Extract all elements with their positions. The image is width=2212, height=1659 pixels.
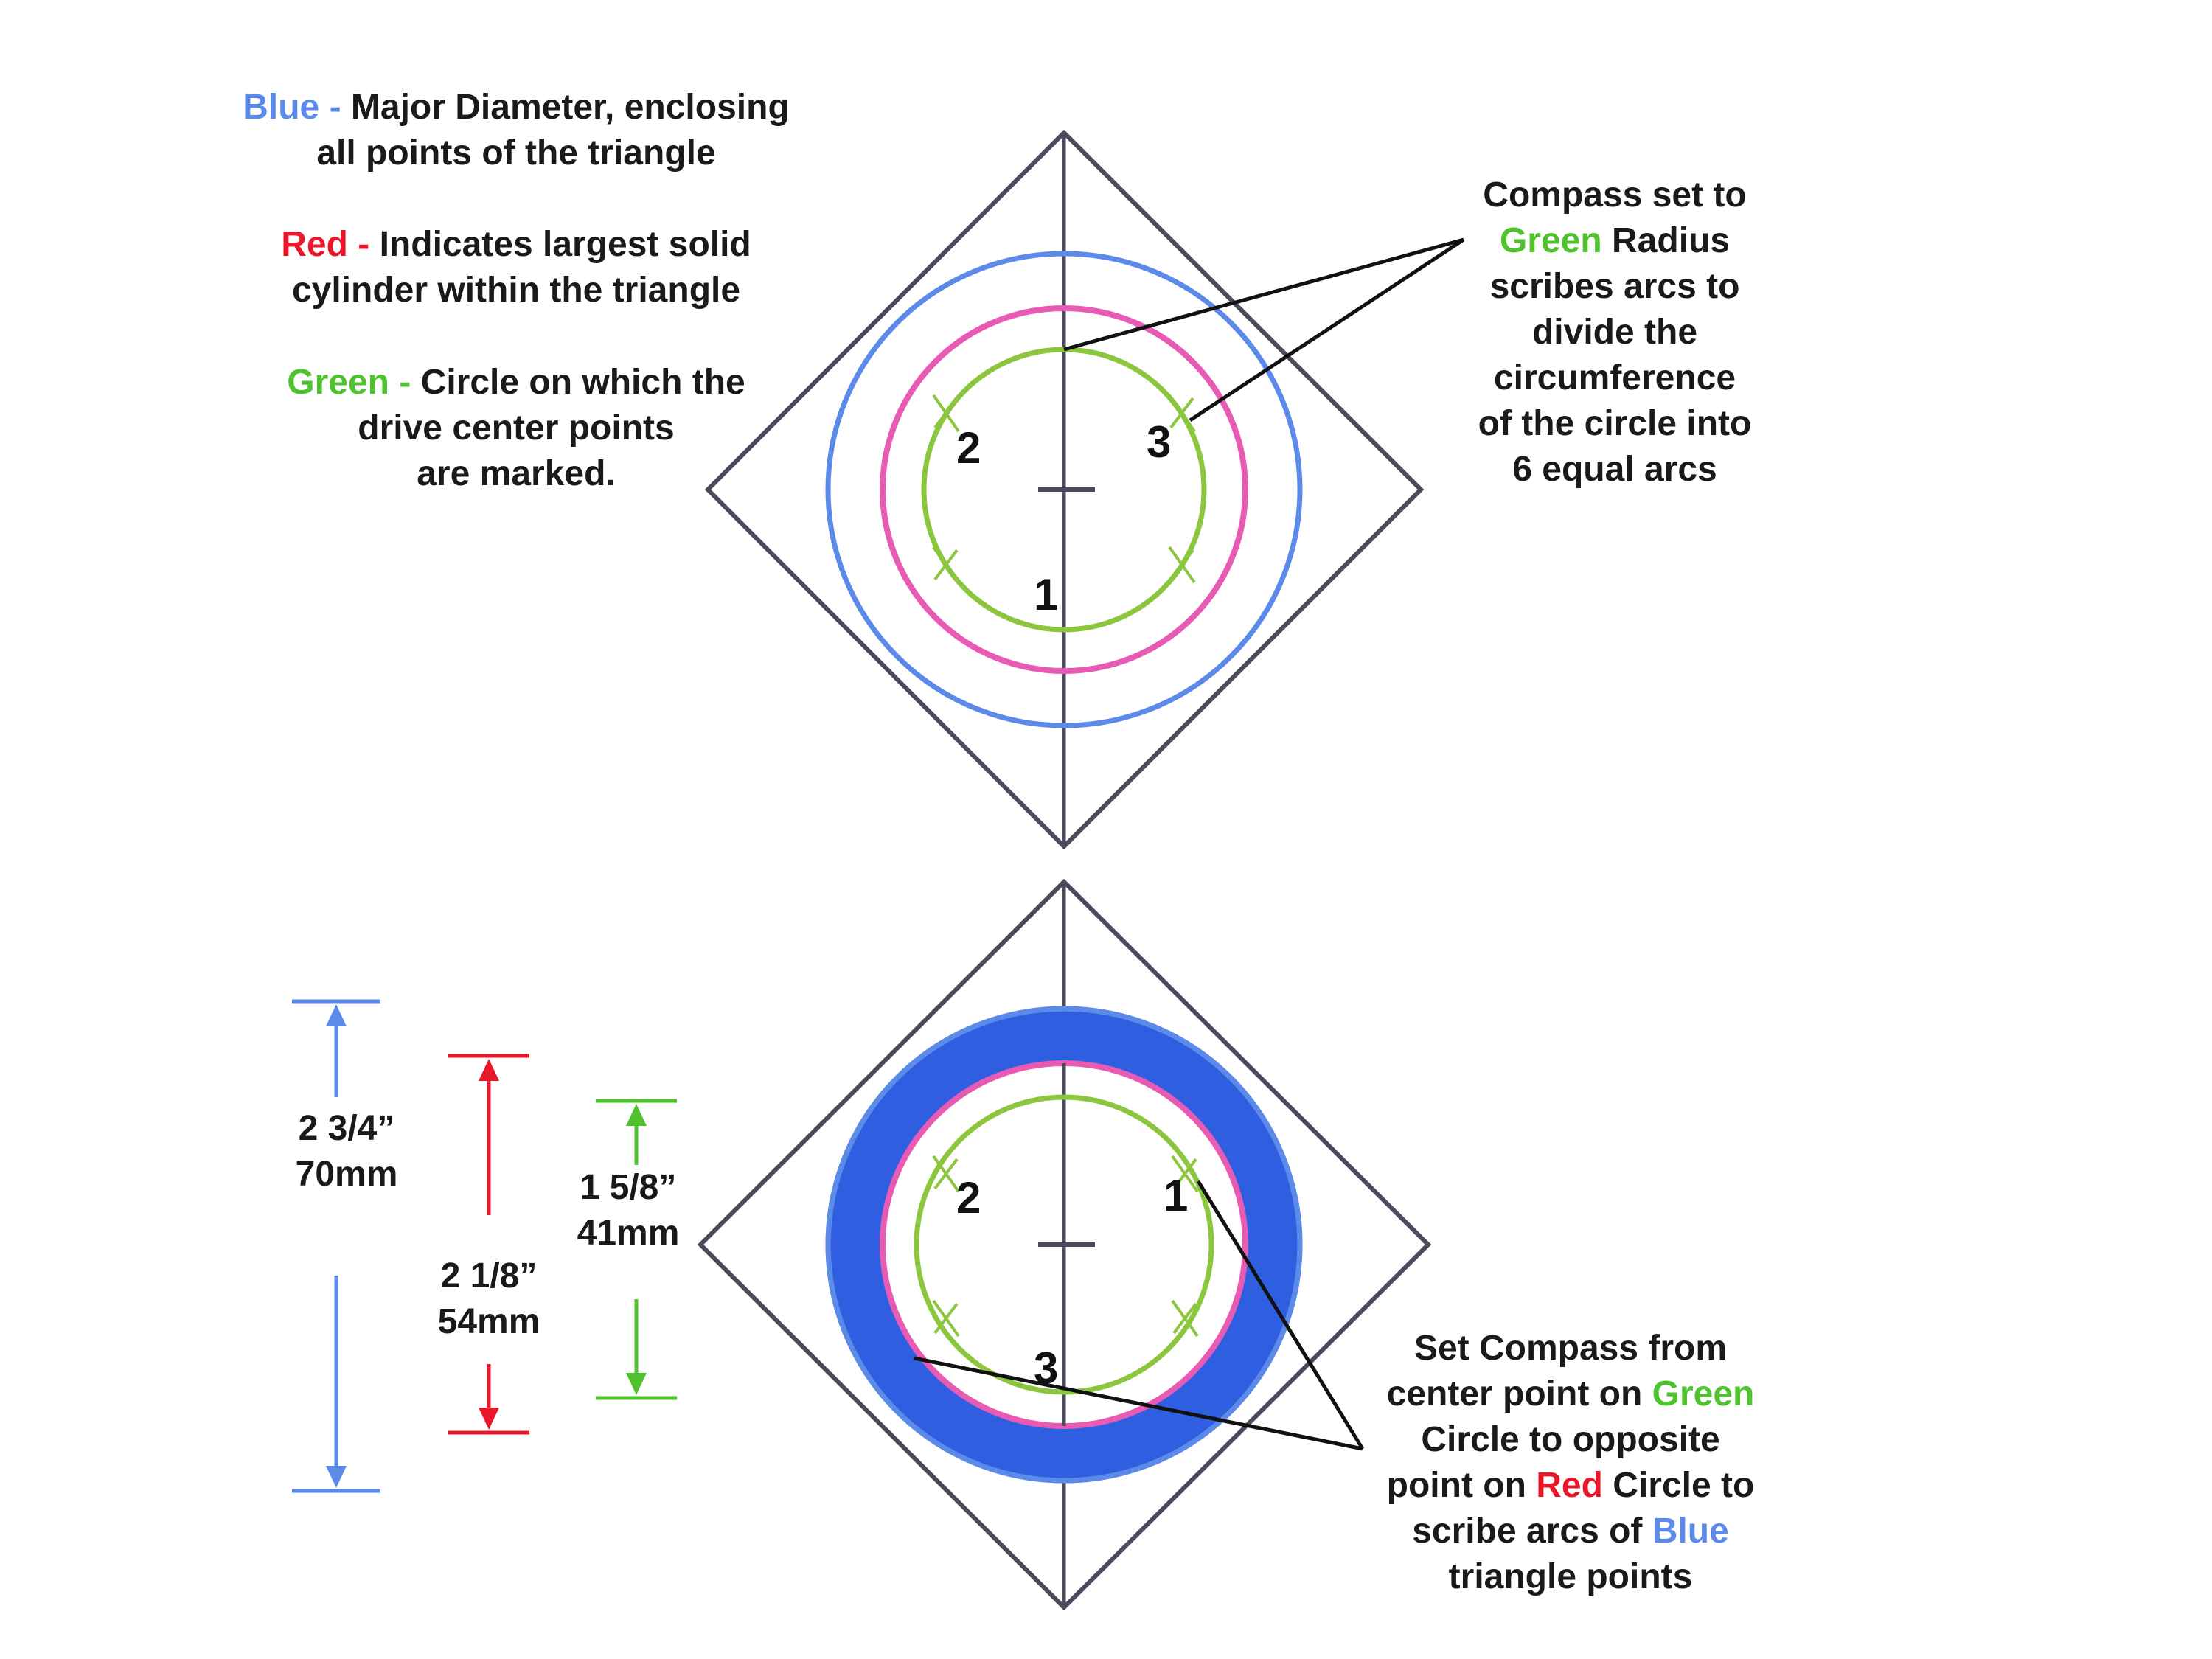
callout-bottom-red-word: Red xyxy=(1536,1466,1603,1505)
callout-top-line-6: of the circle into xyxy=(1478,404,1752,443)
callout-bottom-green-word: Green xyxy=(1652,1374,1755,1413)
legend-red-line-1: Red - Indicates largest solid xyxy=(147,222,885,268)
dim-green-up-arrowhead xyxy=(626,1104,647,1126)
legend-green-line-1: Green - Circle on which the xyxy=(147,360,885,406)
callout-bottom-line-4: point on Red Circle to xyxy=(1320,1463,1821,1509)
legend-red-dash: - xyxy=(347,225,370,264)
top-callout-leaders xyxy=(1063,237,1465,422)
dim-red-metric: 54mm xyxy=(437,1302,540,1341)
callout-top-line-2: Green Radius xyxy=(1394,218,1836,264)
callout-bottom-line-4-a: point on xyxy=(1386,1466,1537,1505)
top-red-circle xyxy=(880,305,1248,674)
callout-top-line-1: Compass set to xyxy=(1483,175,1747,215)
legend-red-text: Indicates largest solid xyxy=(369,225,751,264)
top-tick-lower-right xyxy=(1168,546,1196,584)
legend-red-word: Red xyxy=(281,225,348,264)
callout-bottom-line-5: scribe arcs of Blue xyxy=(1320,1509,1821,1554)
callout-top: Compass set to Green Radius scribes arcs… xyxy=(1394,173,1836,493)
callout-top-line-4: divide the xyxy=(1531,313,1698,352)
legend-green: Green - Circle on which the drive center… xyxy=(147,360,885,497)
callout-top-line-2-rest: Radius xyxy=(1601,221,1731,260)
bottom-compass-ticks xyxy=(932,1155,1199,1338)
top-point-label-3: 3 xyxy=(1147,417,1172,467)
bottom-tick-upper-right xyxy=(1171,1155,1199,1193)
callout-bottom: Set Compass from center point on Green C… xyxy=(1320,1326,1821,1600)
legend-green-text: Circle on which the xyxy=(411,363,745,402)
dimension-blue xyxy=(292,999,380,1493)
dimension-label-green: 1 5/8” 41mm xyxy=(554,1165,702,1256)
bottom-tick-upper-left xyxy=(932,1155,960,1193)
dim-blue-down-arrowhead xyxy=(326,1466,347,1488)
bottom-leader-to-point-1 xyxy=(1196,1180,1365,1450)
bottom-green-circle xyxy=(914,1094,1214,1395)
top-point-label-1: 1 xyxy=(1034,570,1059,619)
callout-top-line-7: 6 equal arcs xyxy=(1512,450,1717,489)
top-tick-lower-left xyxy=(932,546,960,584)
dimension-label-red: 2 1/8” 54mm xyxy=(415,1253,563,1345)
legend-green-dash: - xyxy=(389,363,411,402)
callout-top-line-5: circumference xyxy=(1493,358,1736,397)
dim-green-imperial: 1 5/8” xyxy=(580,1168,677,1207)
dim-red-up-arrowhead xyxy=(479,1059,499,1081)
legend-blue-text: Major Diameter, enclosing xyxy=(341,88,790,127)
callout-bottom-line-2-a: center point on xyxy=(1386,1374,1652,1413)
bottom-figure xyxy=(697,878,1432,1611)
callout-bottom-line-4-b: Circle to xyxy=(1602,1466,1755,1505)
top-leader-to-center-top xyxy=(1063,237,1464,352)
bottom-point-label-1: 1 xyxy=(1164,1171,1189,1220)
top-leader-to-point-3 xyxy=(1189,237,1465,422)
callout-top-green-word: Green xyxy=(1499,221,1602,260)
dim-red-down-arrowhead xyxy=(479,1408,499,1430)
bottom-leader-to-point-3 xyxy=(914,1356,1363,1451)
bottom-tick-lower-left xyxy=(932,1299,960,1338)
dim-red-imperial: 2 1/8” xyxy=(440,1256,538,1295)
top-figure xyxy=(704,129,1465,850)
bottom-point-label-2: 2 xyxy=(956,1173,981,1222)
legend-red: Red - Indicates largest solid cylinder w… xyxy=(147,222,885,313)
top-tick-upper-right xyxy=(1168,394,1196,433)
top-tick-upper-left xyxy=(932,394,960,433)
bottom-callout-leaders xyxy=(914,1180,1365,1451)
callout-top-line-3: scribes arcs to xyxy=(1489,267,1740,306)
dim-blue-up-arrowhead xyxy=(326,1004,347,1026)
dim-blue-metric: 70mm xyxy=(295,1155,398,1194)
dim-blue-imperial: 2 3/4” xyxy=(298,1109,395,1148)
legend-blue-word: Blue xyxy=(243,88,320,127)
legend-green-line-2: drive center points xyxy=(358,408,675,448)
callout-bottom-line-5-a: scribe arcs of xyxy=(1412,1512,1652,1551)
top-blue-circle xyxy=(825,251,1303,728)
dim-green-metric: 41mm xyxy=(577,1214,680,1253)
legend-blue-line-1: Blue - Major Diameter, enclosing xyxy=(147,85,885,131)
callout-bottom-blue-word: Blue xyxy=(1652,1512,1729,1551)
bottom-point-label-3: 3 xyxy=(1034,1343,1059,1393)
legend-blue: Blue - Major Diameter, enclosing all poi… xyxy=(147,85,885,176)
legend-blue-dash: - xyxy=(319,88,341,127)
dimension-red xyxy=(448,1054,529,1435)
callout-bottom-line-2: center point on Green xyxy=(1320,1371,1821,1417)
bottom-tick-lower-right xyxy=(1171,1299,1199,1338)
bottom-reuleaux-outline xyxy=(825,1006,1303,1484)
top-compass-ticks xyxy=(932,394,1196,584)
callout-bottom-line-3: Circle to opposite xyxy=(1421,1420,1720,1459)
dim-green-down-arrowhead xyxy=(626,1373,647,1395)
callout-bottom-line-1: Set Compass from xyxy=(1413,1329,1728,1368)
top-point-label-2: 2 xyxy=(956,423,981,473)
legend-blue-line-2: all points of the triangle xyxy=(316,133,716,173)
legend-green-word: Green xyxy=(287,363,389,402)
legend-red-line-2: cylinder within the triangle xyxy=(291,271,741,310)
dimension-label-blue: 2 3/4” 70mm xyxy=(273,1106,420,1197)
callout-bottom-line-6: triangle points xyxy=(1448,1557,1693,1596)
legend-green-line-3: are marked. xyxy=(417,454,616,493)
dimension-green xyxy=(596,1099,677,1400)
